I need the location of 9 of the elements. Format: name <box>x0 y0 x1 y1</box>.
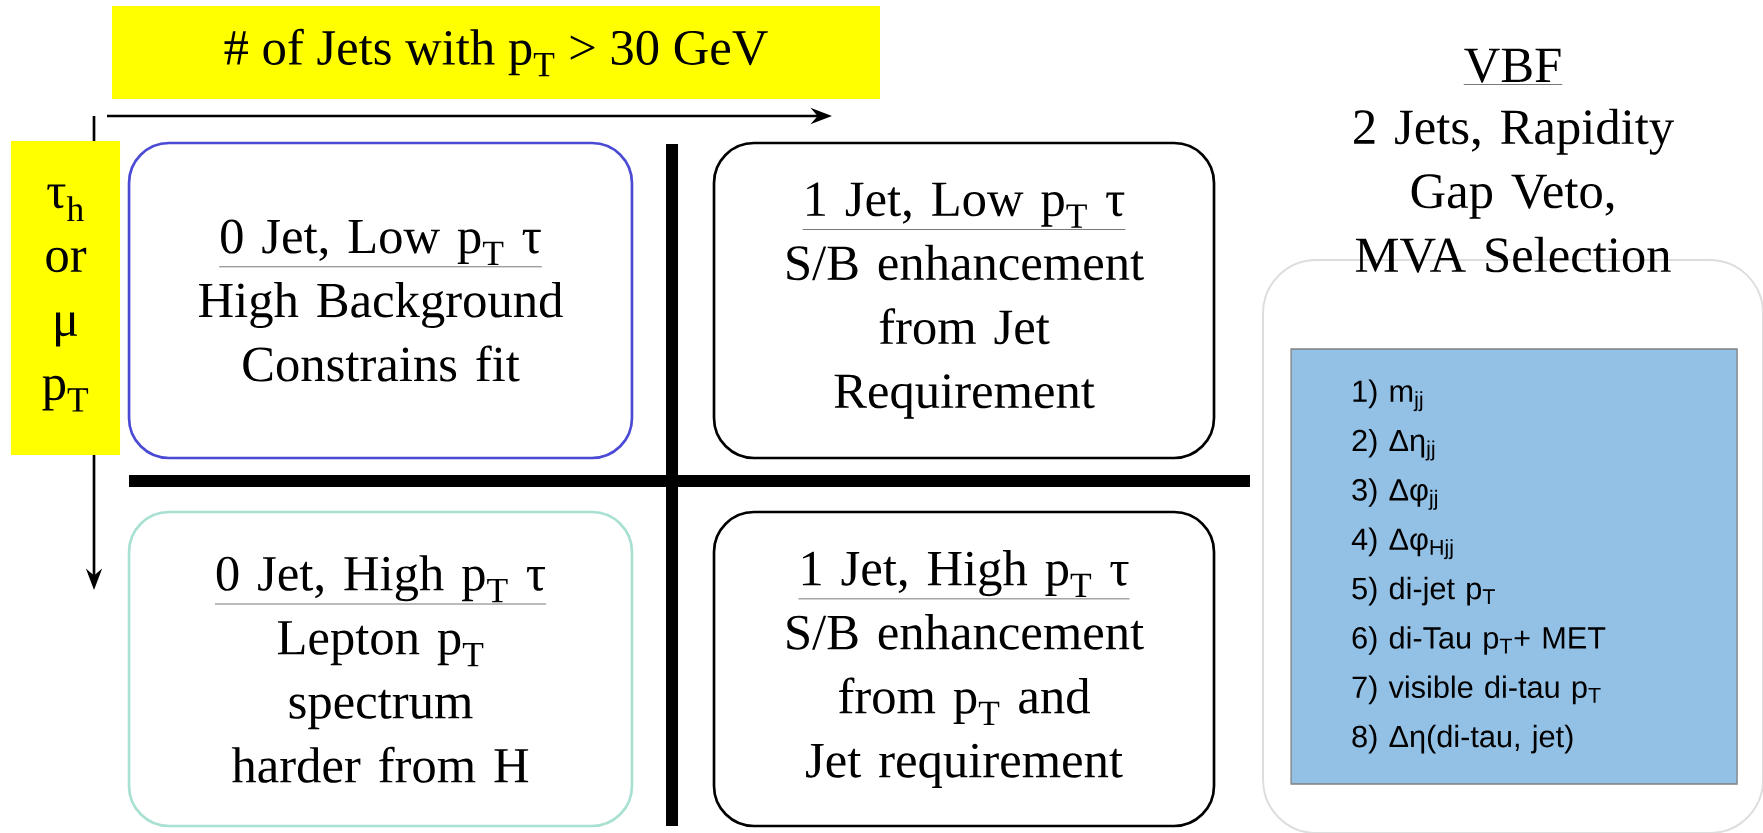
category-box: 1 Jet, High p$_{T}$ τ S/B enhancement from p$_{T}$ and Jet requirement <box>712 510 1216 828</box>
axis-label-box: τ$_{h}$ or μ p$_{T}$ <box>10 141 121 455</box>
category-box: 1 Jet, Low p$_{T}$ τ S/B enhancement from Jet Requirement <box>712 141 1216 460</box>
category-box: 0 Jet, Low p$_{T}$ τ High Background Constrains fit <box>127 141 634 460</box>
category-box: 0 Jet, High p$_{T}$ τ Lepton p$_{T}$ spectrum harder from H <box>127 510 634 828</box>
node-label: 2 Jets, Rapidity Gap Veto, <box>1354 108 1674 219</box>
variable-list-box: 1) m$_{jj}$ 2) Δη$_{jj}$ 3) Δφ$_{jj}$ 4) Δφ$_{Hjj}$ 5) di-jet p$_{T}$ 6) di-Tau p$_{T}$+ MET 7) visible di-tau p$_{T}$ 8) Δη(di-tau, jet) <box>1290 348 1738 785</box>
node-label: VBF <box>1464 48 1561 83</box>
title-box: # of Jets with p$_{T}$ > 30 GeV <box>112 5 880 100</box>
